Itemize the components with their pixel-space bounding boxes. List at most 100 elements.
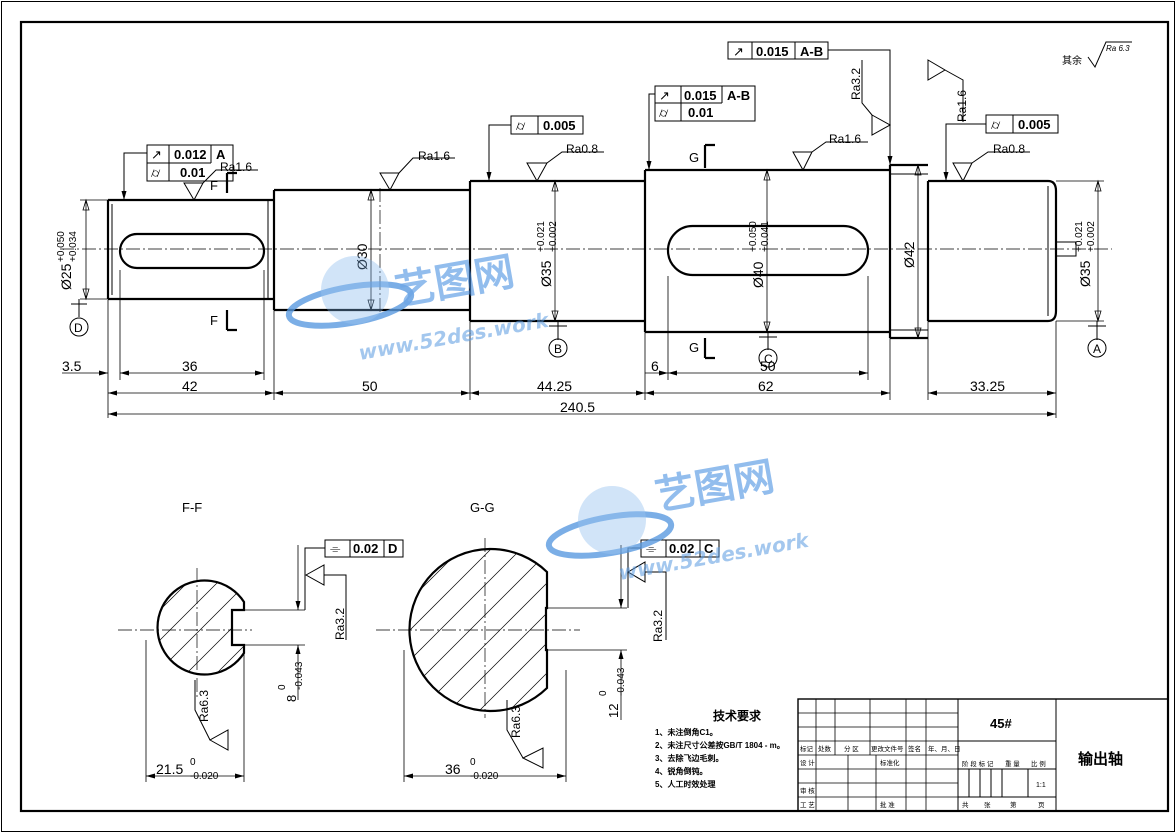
dim-d35a-tol-up: +0.021 [536,221,547,252]
gdt3-cyl-sym: ⌭ [516,118,526,133]
dim-d42: Ø42 [901,241,917,268]
tb-weight: 重 量 [1005,760,1020,768]
dim-240-5: 240.5 [560,399,595,415]
dim-33-25: 33.25 [970,378,1005,394]
tb-zone: 分 区 [844,744,859,753]
gdt1-ref: A [216,147,226,162]
dim-3-5: 3.5 [62,358,82,374]
sec-f-bot: F [210,313,218,328]
tb-design: 设 计 [800,758,815,767]
dim-d40-tol-up: +0.050 [748,221,759,252]
ra-1-6-a: Ra1.6 [220,160,252,174]
dim-44-25: 44.25 [537,378,572,394]
gdt1-value: 0.012 [174,147,207,162]
gggdt-ref: C [704,541,714,556]
section-ff-title: F-F [182,500,202,515]
datum-symbols: D B C A [69,299,1107,368]
tb-process: 工 艺 [800,801,815,809]
ra-0-8-a: Ra0.8 [566,142,598,156]
gdt4-ref: A-B [727,88,750,103]
watermark-1: 艺图网 www.52des.work [285,249,552,365]
dim-50b: 50 [760,358,776,374]
tech-item-2: 2、未注尺寸公差按GB/T 1804 - m。 [655,740,785,750]
ffgdt-sym: ⌯ [330,541,341,556]
diameter-dimensions: Ø25 +0.050 +0.034 Ø30 Ø35 +0.021 +0.002 … [56,163,1104,340]
watermark-2-cn: 艺图网 [652,454,778,520]
dim-d25-tol-up: +0.050 [56,231,67,262]
ff-key-dim: 8 [284,695,299,702]
gg-key-up: 0 [598,690,609,696]
ff-ra-3-2: Ra3.2 [333,608,347,640]
tb-std: 标准化 [880,758,900,767]
gg-width-dim: 36 [445,761,461,777]
datum-b: B [554,342,562,356]
section-ff: F-F 8 0 -0.043 21.5 0 -0.020 ⌯ 0.02 D Ra… [118,500,404,782]
gg-ra-6-3: Ra6.3 [509,706,523,738]
ff-width-dim: 21.5 [156,761,183,777]
technical-requirements: 技术要求 1、未注倒角C1。 2、未注尺寸公差按GB/T 1804 - m。 3… [655,708,785,789]
ra-rest-label: 其余 [1062,54,1082,67]
dim-d40: Ø40 [750,261,766,288]
watermark-2: 艺图网 www.52des.work [545,454,812,585]
tb-check: 审 核 [800,786,815,795]
section-gg-title: G-G [470,500,495,515]
tb-date: 年、月、日 [928,744,961,753]
ffgdt-value: 0.02 [353,541,378,556]
watermark-1-cn: 艺图网 [392,249,518,315]
tb-sheet: 第 [1010,800,1017,809]
gg-ra-3-2: Ra3.2 [651,610,665,642]
dim-50: 50 [362,378,378,394]
ff-key-up: 0 [277,684,288,690]
gdt5-cyl-sym: ⌭ [659,105,669,120]
gdt6-value: 0.015 [756,44,789,59]
gdt3-value: 0.005 [543,118,576,133]
gdt6-ref: A-B [800,44,823,59]
tb-material: 45# [990,716,1012,731]
gdt4-runout-sym: ↗ [659,88,670,103]
dim-d35b: Ø35 [1077,260,1093,287]
length-dimensions: 3.5 36 42 50 44.25 6 50 62 33.25 240.5 [62,270,1057,418]
tb-part-name: 输出轴 [1078,750,1123,768]
gdt5-value: 0.01 [688,105,713,120]
tb-scale-value: 1:1 [1036,782,1046,789]
tb-count: 处数 [818,744,832,753]
tb-docno: 更改文件号 [871,744,904,753]
dim-62: 62 [758,378,774,394]
keyway-right [666,224,870,277]
sec-g-top: G [689,150,699,165]
gggdt-sym: ⌯ [646,541,657,556]
section-gg: G-G 12 0 -0.043 36 0 -0.020 ⌯ 0.02 C Ra3… [376,500,720,782]
roughness-symbols: Ra1.6 Ra1.6 Ra0.8 Ra1.6 Ra0.8 Ra3.2 Ra1.… [183,41,1132,202]
datum-d: D [74,321,83,335]
tb-page: 页 [1038,801,1045,809]
tech-item-4: 4、锐角倒钝。 [655,766,707,776]
sec-f-top: F [210,178,218,193]
tech-item-1: 1、未注倒角C1。 [655,727,718,737]
inner-frame [19,20,1170,813]
ff-key-lo: -0.043 [294,661,305,690]
dim-d35b-tol-lo: +0.002 [1086,221,1097,252]
dim-d25-tol-lo: +0.034 [68,231,79,262]
ffgdt-ref: D [388,541,397,556]
gg-width-lo: -0.020 [470,771,499,782]
ff-width-up: 0 [190,757,196,768]
ra-1-6-b: Ra1.6 [418,149,450,163]
tech-item-5: 5、人工时效处理 [655,779,715,789]
tb-scale-label: 比 例 [1031,759,1046,768]
tb-stage: 阶 段 标 记 [962,759,994,768]
ra-1-6-d: Ra1.6 [955,90,969,122]
gg-width-up: 0 [470,757,476,768]
ra-rest-value: Ra 6.3 [1106,44,1130,53]
dim-d35a-tol-lo: +0.002 [548,221,559,252]
dim-6: 6 [651,358,659,374]
gdt7-value: 0.005 [1018,117,1051,132]
section-markers: F F G G [210,143,715,360]
tb-mark: 标记 [800,744,814,753]
tech-item-3: 3、去除飞边毛刺。 [655,753,723,763]
gdt6-runout-sym: ↗ [733,44,744,59]
ff-ra-6-3: Ra6.3 [197,690,211,722]
gg-key-lo: -0.043 [616,667,627,696]
watermark-2-url: www.52des.work [617,528,812,585]
tb-total: 共 [962,800,969,809]
